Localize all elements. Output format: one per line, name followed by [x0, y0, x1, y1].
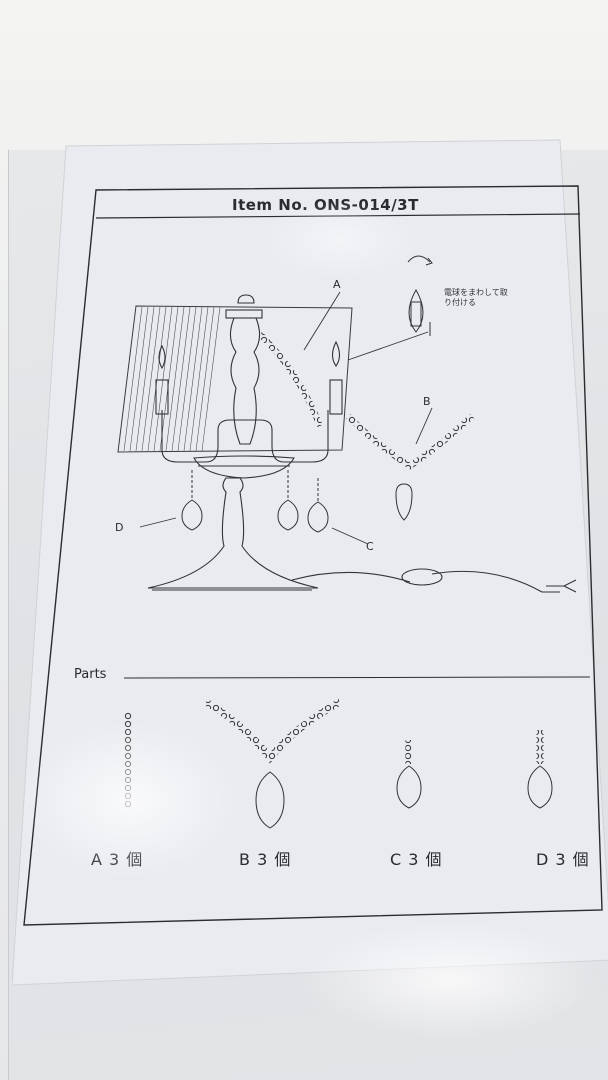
callout-a-label: A [333, 278, 341, 291]
callout-c-label: C [366, 540, 374, 553]
plastic-bag [8, 150, 608, 1080]
parts-heading: Parts [74, 667, 107, 682]
part-b-label: B 3 個 [239, 850, 292, 869]
callout-d-label: D [115, 521, 124, 534]
callout-b-label: B [423, 395, 431, 408]
part-a-label: A 3 個 [91, 850, 144, 869]
bulb-instruction-note: 電球をまわして取り付ける [444, 288, 508, 307]
part-c-label: C 3 個 [390, 850, 443, 869]
part-d-label: D 3 個 [536, 850, 590, 869]
document-title: Item No. ONS-014/3T [232, 196, 419, 214]
